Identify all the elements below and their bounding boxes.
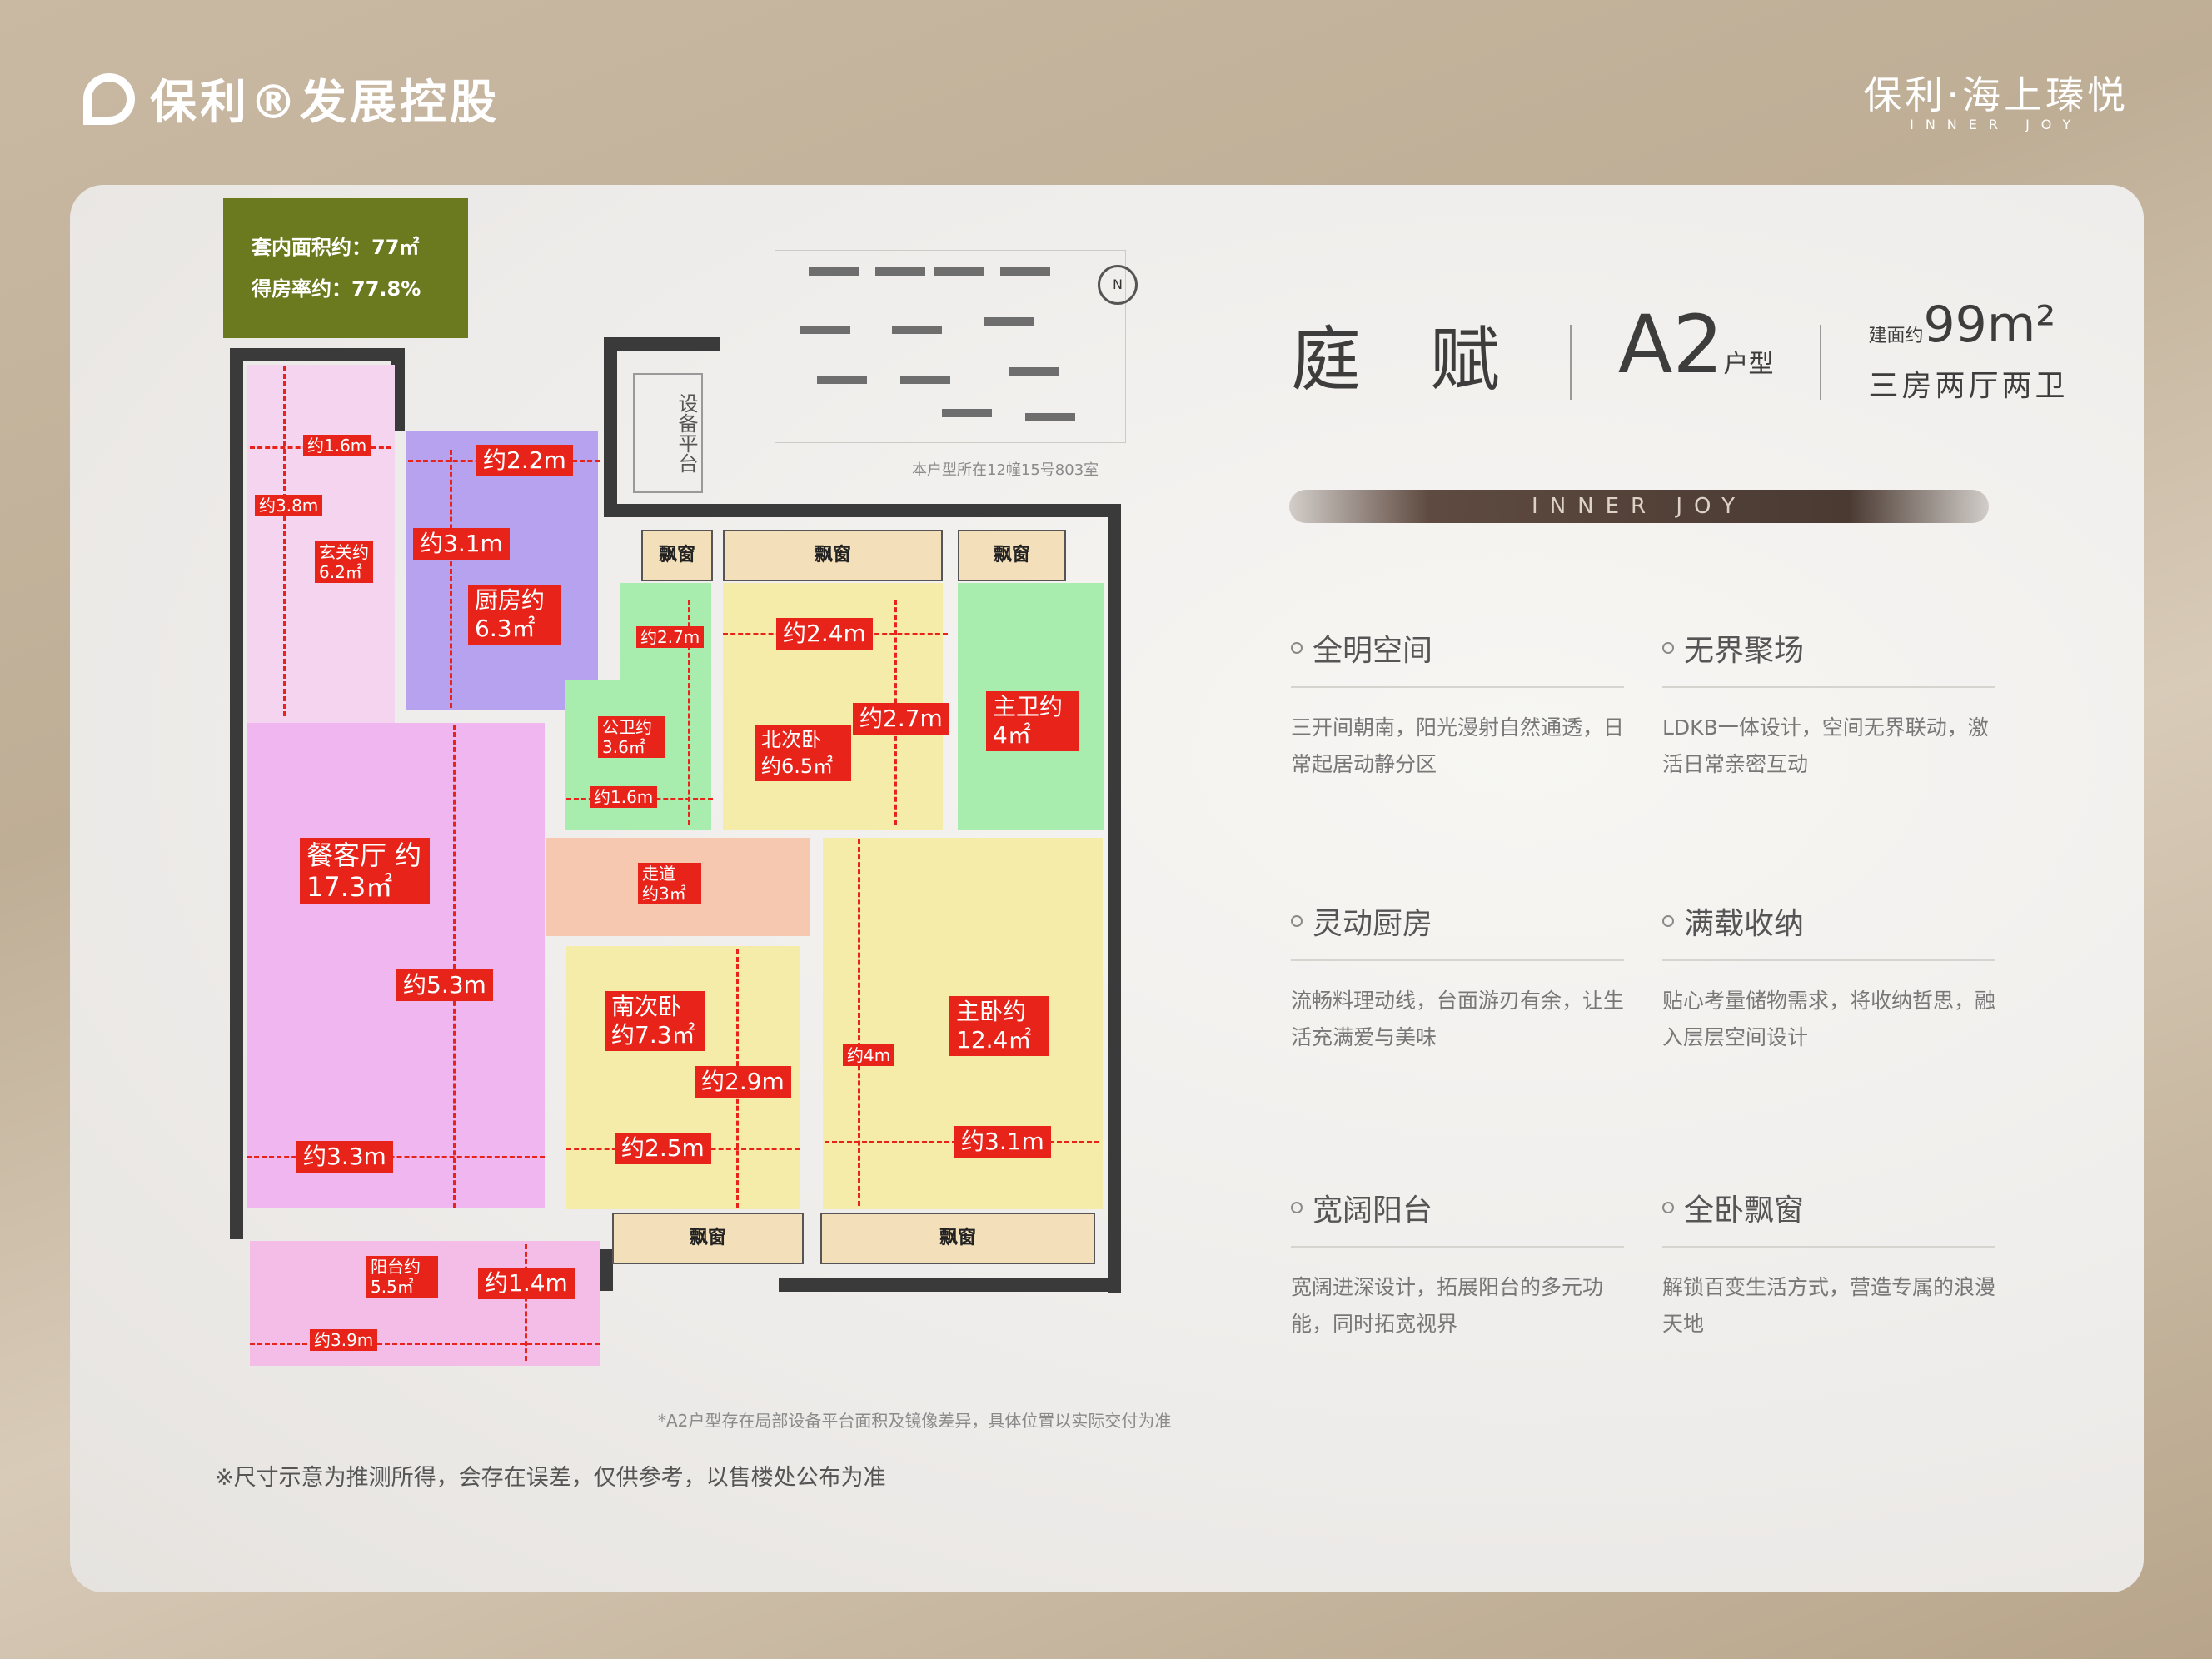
footnote: ※尺寸示意为推测所得，会存在误差，仅供参考，以售楼处公布为准 [215,1465,886,1491]
bay-window: 飘窗 [820,1213,1095,1264]
unit-type: A2户型 [1617,298,1774,391]
feature-item: 宽阔阳台 宽阔进深设计，拓展阳台的多元功能，同时拓宽视界 [1291,1186,1624,1343]
label-balcony: 阳台约 5.5㎡ [366,1256,438,1298]
dim-label: 约2.4m [776,618,873,650]
unit-area: 建面约99m² 三房两厅两卫 [1868,296,2069,403]
project-name: 保利·海上瑧悦 [1863,72,2129,117]
bay-window: 飘窗 [612,1213,804,1264]
dim-label: 约2.9m [695,1066,791,1098]
dim-label: 约3.1m [954,1126,1051,1158]
label-entry: 玄关约 6.2㎡ [315,541,373,583]
dim-label: 约2.7m [853,703,949,735]
project-name-en: INNER JOY [1910,117,2083,132]
bullet-icon [1291,915,1303,927]
bay-window: 飘窗 [958,530,1066,581]
bullet-icon [1662,915,1674,927]
product-name: 庭 赋 [1291,319,1523,401]
inner-area: 套内面积约：77㎡ [252,236,420,259]
dim-label: 约3.8m [255,495,323,516]
dim-label: 约2.5m [615,1133,711,1164]
north-arrow-icon: N [1098,265,1138,305]
dim-label: 约5.3m [396,969,493,1001]
dim-label: 约2.2m [476,445,573,476]
bullet-icon [1662,642,1674,654]
dim-label: 约1.6m [590,786,658,808]
feature-item: 满载收纳 贴心考量储物需求，将收纳哲思，融入层层空间设计 [1662,899,1995,1056]
feature-item: 全卧飘窗 解锁百变生活方式，营造专属的浪漫天地 [1662,1186,1995,1343]
dim-label: 约4m [843,1044,895,1066]
dim-label: 约3.9m [310,1329,378,1351]
dim-label: 约1.6m [303,435,371,456]
product-title: 庭 赋 A2户型 建面约99m² 三房两厅两卫 [1291,300,2068,405]
label-north-bedroom: 北次卧 约6.5㎡ [755,725,851,781]
bullet-icon [1291,1202,1303,1213]
brand-mark-icon [83,72,135,125]
plan-note: *A2户型存在局部设备平台面积及镜像差异，具体位置以实际交付为准 [658,1411,1172,1431]
label-living: 餐客厅 约17.3㎡ [300,838,430,904]
feature-item: 灵动厨房 流畅料理动线，台面游刃有余，让生活充满爱与美味 [1291,899,1624,1056]
feature-item: 无界聚场 LDKB一体设计，空间无界联动，激活日常亲密互动 [1662,626,1995,783]
project-logo: 保利·海上瑧悦 INNER JOY [1863,65,2129,132]
label-master-bedroom: 主卧约 12.4㎡ [949,996,1049,1056]
label-kitchen: 厨房约 6.3㎡ [468,585,561,645]
brand-name: 保利®发展控股 [150,76,500,130]
divider [1569,325,1572,400]
label-corridor: 走道 约3㎡ [638,863,701,904]
equipment-platform: 设备平台 [633,373,703,493]
dim-label: 约1.4m [478,1268,575,1299]
divider [1820,325,1822,400]
kitchen-room [406,431,598,710]
area-info-box: 套内面积约：77㎡ 得房率约：77.8% [223,198,468,338]
feature-item: 全明空间 三开间朝南，阳光漫射自然通透，日常起居动静分区 [1291,626,1624,783]
living-room [247,723,545,1208]
usage-rate: 得房率约：77.8% [252,277,421,301]
label-master-bath: 主卫约 4㎡ [986,691,1079,751]
label-public-bath: 公卫约 3.6㎡ [598,716,665,758]
slogan-banner: INNER JOY [1289,490,1989,523]
bullet-icon [1662,1202,1674,1213]
bullet-icon [1291,642,1303,654]
dim-label: 约2.7m [636,626,705,648]
brand-logo: 保利®发展控股 [83,65,500,132]
site-minimap [775,250,1126,443]
label-south-bedroom: 南次卧 约7.3㎡ [605,991,705,1051]
minimap-note: 本户型所在12幢15号803室 [912,461,1099,479]
bay-window: 飘窗 [723,530,943,581]
dim-label: 约3.3m [296,1141,393,1173]
dim-label: 约3.1m [413,528,510,560]
bay-window: 飘窗 [641,530,713,581]
